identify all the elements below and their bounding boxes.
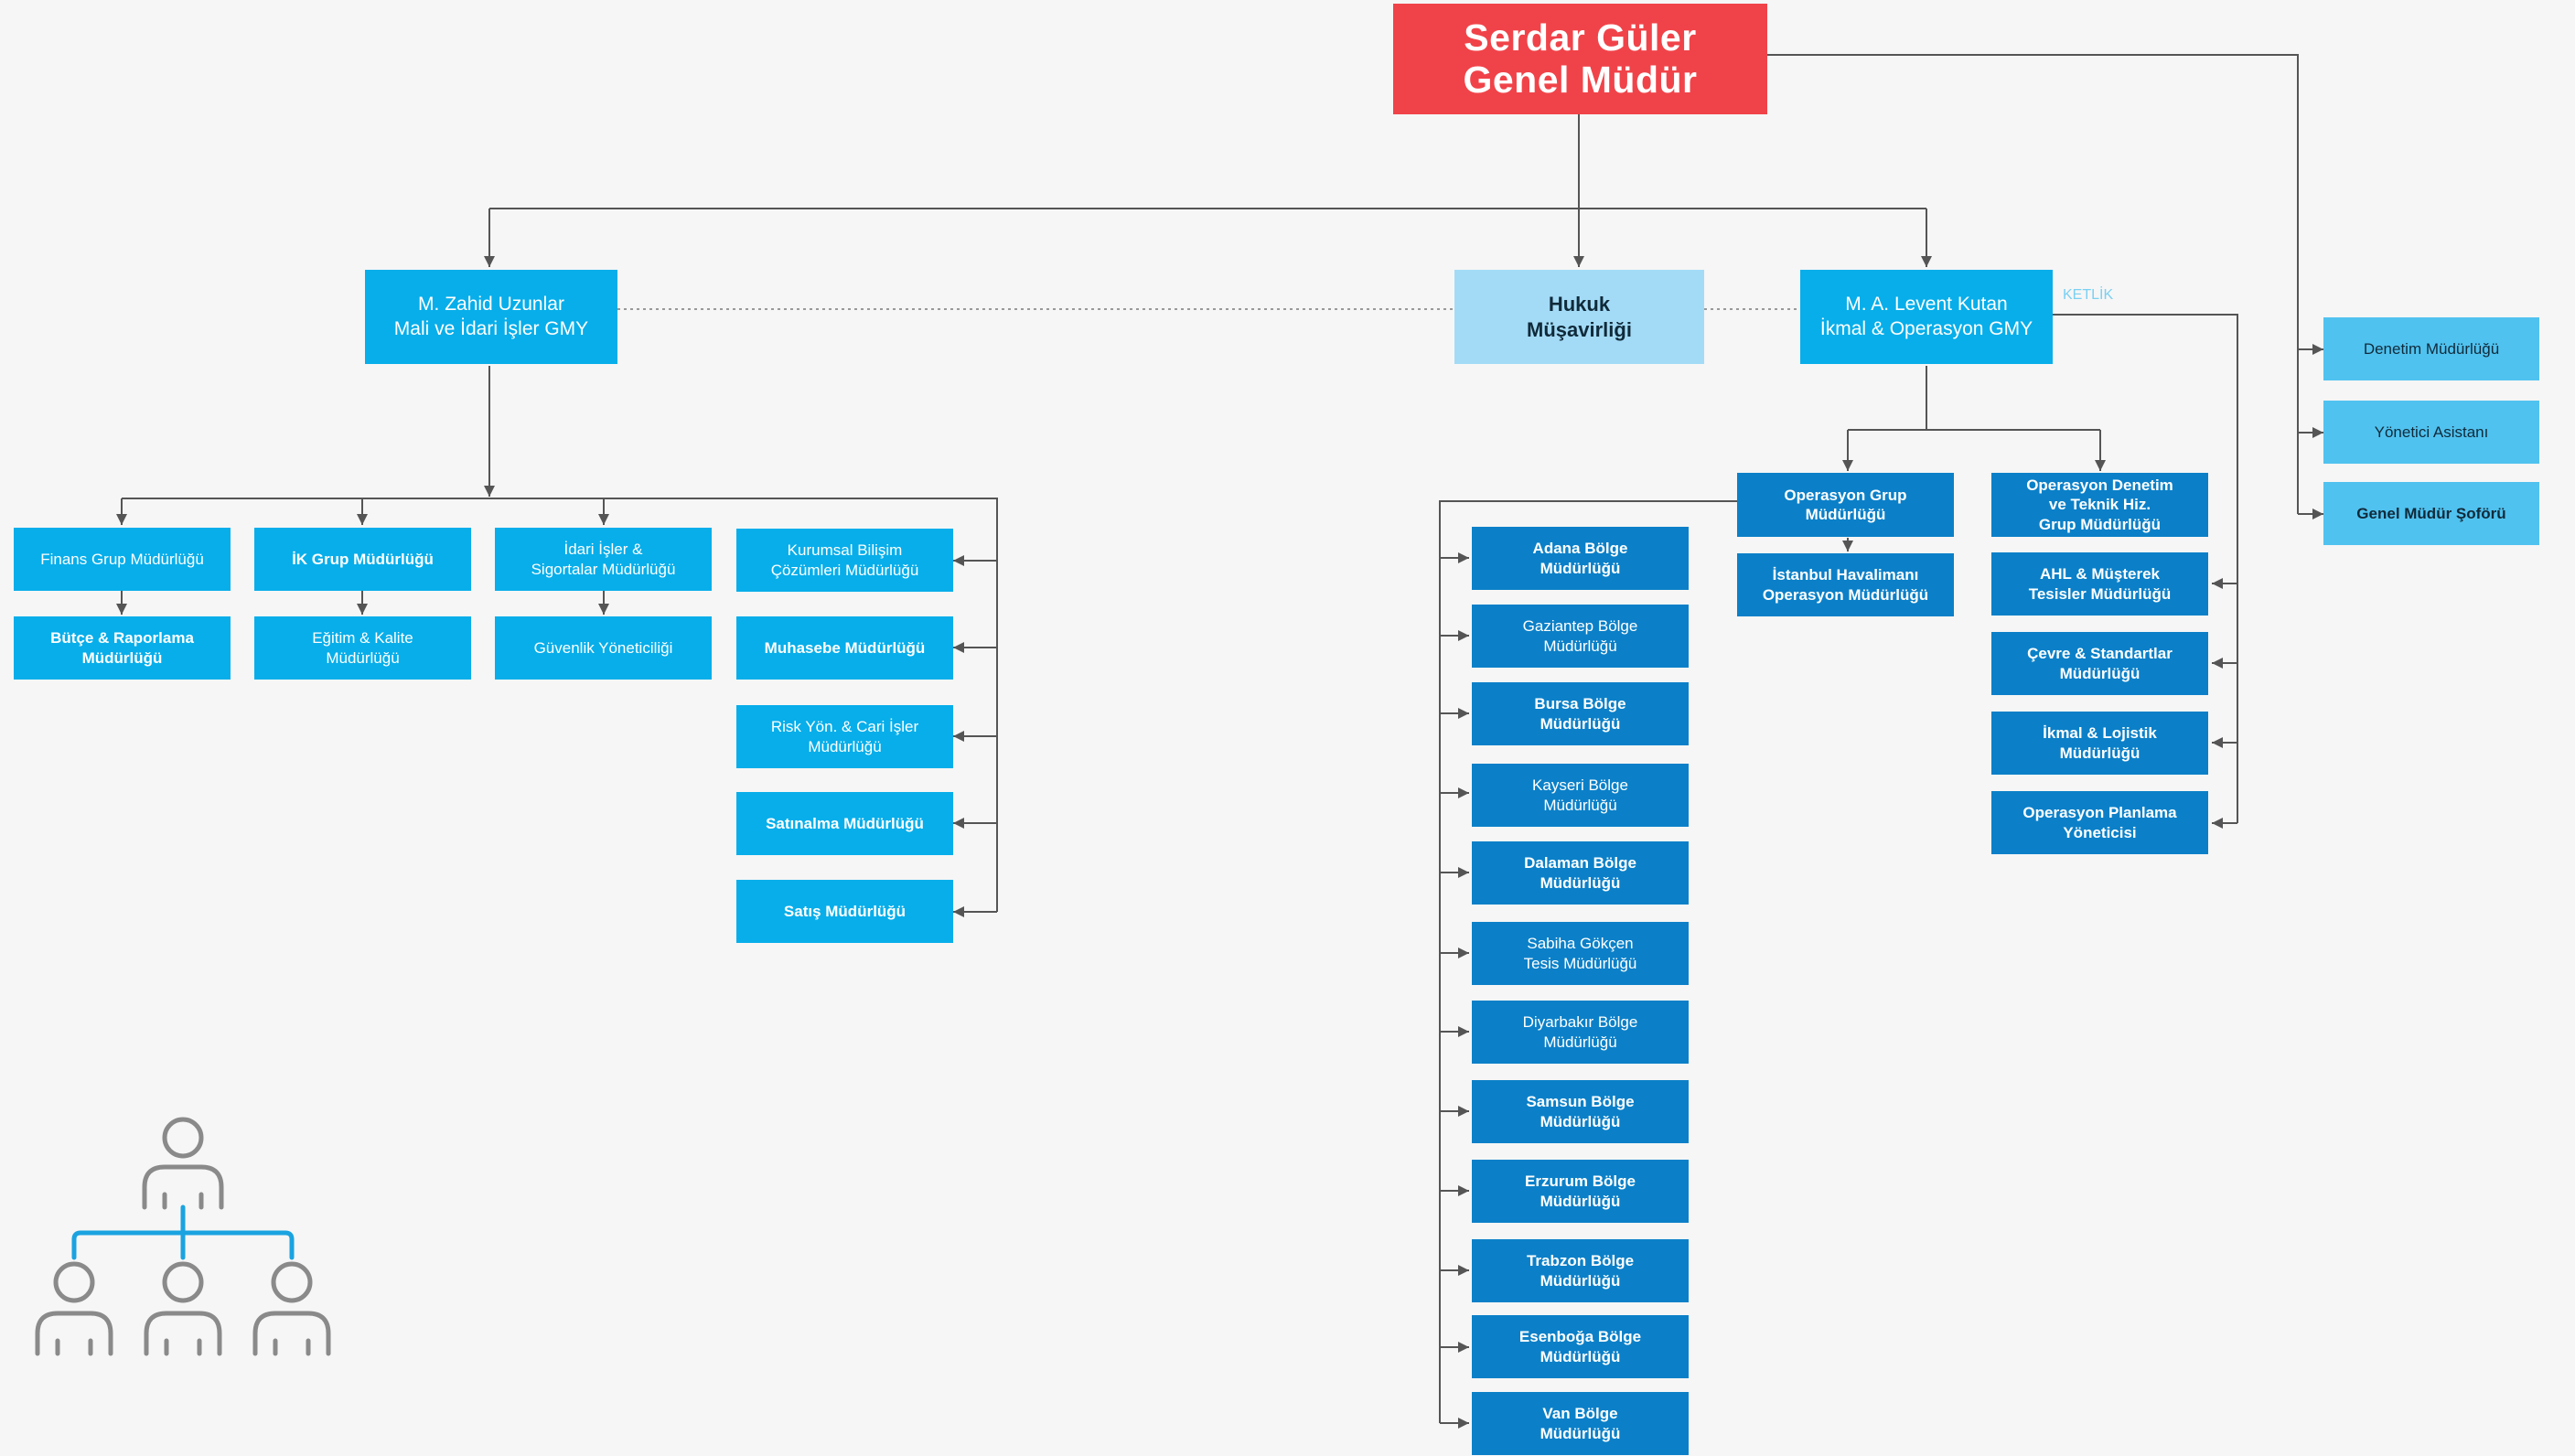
region-samsun: Samsun Bölge Müdürlüğü [1472,1080,1689,1143]
region-adana: Adana Bölge Müdürlüğü [1472,527,1689,590]
gmy-right-name: M. A. Levent Kutan [1845,294,2008,316]
faint-text: KETLİK [2063,287,2114,303]
region-gaziantep: Gaziantep Bölge Müdürlüğü [1472,605,1689,668]
ops-denetim: Operasyon Denetim ve Teknik Hiz. Grup Mü… [1991,473,2208,537]
ops-planlama: Operasyon Planlama Yöneticisi [1991,791,2208,854]
ops-grup: Operasyon Grup Müdürlüğü [1737,473,1954,537]
unit-guvenlik: Güvenlik Yöneticiliği [495,616,712,680]
region-kayseri: Kayseri Bölge Müdürlüğü [1472,764,1689,827]
region-van: Van Bölge Müdürlüğü [1472,1392,1689,1455]
unit-butce: Bütçe & Raporlama Müdürlüğü [14,616,231,680]
unit-egitim: Eğitim & Kalite Müdürlüğü [254,616,471,680]
region-sabiha: Sabiha Gökçen Tesis Müdürlüğü [1472,922,1689,985]
org-chart-icon [35,1117,331,1356]
region-bursa: Bursa Bölge Müdürlüğü [1472,682,1689,745]
region-esenboga: Esenboğa Bölge Müdürlüğü [1472,1315,1689,1378]
unit-satinalma: Satınalma Müdürlüğü [736,792,953,855]
unit-finans: Finans Grup Müdürlüğü [14,528,231,591]
unit-muhasebe: Muhasebe Müdürlüğü [736,616,953,680]
gmy-right-title: İkmal & Operasyon GMY [1819,317,2033,339]
unit-risk: Risk Yön. & Cari İşler Müdürlüğü [736,705,953,768]
gmy-left-name: M. Zahid Uzunlar [418,294,564,316]
unit-ik: İK Grup Müdürlüğü [254,528,471,591]
staff-denetim: Denetim Müdürlüğü [2323,317,2539,380]
region-dalaman: Dalaman Bölge Müdürlüğü [1472,841,1689,905]
unit-kurumsal: Kurumsal Bilişim Çözümleri Müdürlüğü [736,529,953,592]
legal-line2: Müşavirliği [1527,317,1632,341]
staff-asistan: Yönetici Asistanı [2323,401,2539,464]
gmy-left-title: Mali ve İdari İşler GMY [393,317,589,339]
unit-satis: Satış Müdürlüğü [736,880,953,943]
ops-ikmal: İkmal & Lojistik Müdürlüğü [1991,712,2208,775]
ops-istanbul: İstanbul Havalimanı Operasyon Müdürlüğü [1737,553,1954,616]
region-trabzon: Trabzon Bölge Müdürlüğü [1472,1239,1689,1302]
staff-sofor: Genel Müdür Şoförü [2323,482,2539,545]
region-erzurum: Erzurum Bölge Müdürlüğü [1472,1160,1689,1223]
region-diyarbakir: Diyarbakır Bölge Müdürlüğü [1472,1001,1689,1064]
legal-line1: Hukuk [1548,293,1611,316]
ceo-title: Genel Müdür [1463,58,1698,101]
unit-idari: İdari İşler & Sigortalar Müdürlüğü [495,528,712,591]
ceo-name: Serdar Güler [1464,16,1697,59]
ops-ahl: AHL & Müşterek Tesisler Müdürlüğü [1991,552,2208,616]
ops-cevre: Çevre & Standartlar Müdürlüğü [1991,632,2208,695]
